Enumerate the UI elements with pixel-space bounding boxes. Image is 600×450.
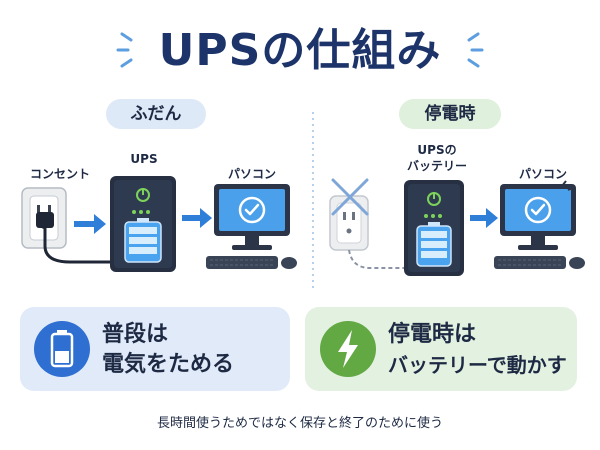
summary-normal-line2: 電気をためる — [102, 352, 235, 377]
arrow-right-icon — [182, 208, 212, 228]
lightning-icon — [320, 321, 376, 377]
footer-note: 長時間使うためではなく保存と終了のために使う — [156, 416, 443, 431]
ups-icon — [110, 176, 176, 272]
monitor-icon — [214, 184, 290, 250]
sparkle-left-icon — [116, 32, 133, 68]
normal-heading: ふだん — [106, 99, 206, 129]
outage-heading: 停電時 — [399, 99, 501, 129]
ups-label: UPS — [130, 152, 158, 166]
battery-label-line2: バッテリー — [406, 159, 467, 173]
battery-label-line1: UPSの — [417, 143, 457, 157]
arrow-right-icon — [470, 208, 498, 228]
summary-outage-line2: バッテリーで動かす — [388, 353, 567, 377]
sparkle-right-icon — [467, 32, 484, 68]
mouse-icon — [569, 257, 585, 269]
summary-outage-line1: 停電時は — [388, 322, 477, 347]
mouse-icon — [281, 257, 297, 269]
battery-icon — [34, 321, 90, 377]
keyboard-icon — [494, 256, 566, 269]
outlet-label: コンセント — [29, 167, 90, 181]
pc-label-normal: パソコン — [227, 167, 276, 181]
page-title: UPSの仕組み — [158, 25, 442, 76]
arrow-right-icon — [74, 214, 106, 234]
plug-icon — [36, 212, 110, 264]
disconnected-cable — [348, 249, 404, 269]
monitor-icon — [500, 180, 576, 250]
ups-icon — [404, 180, 464, 276]
summary-normal-line1: 普段は — [102, 322, 169, 347]
battery-indicator — [124, 218, 162, 263]
cross-icon — [331, 178, 369, 216]
keyboard-icon — [206, 256, 278, 269]
battery-indicator — [416, 222, 452, 267]
pc-label-outage: パソコン — [518, 167, 567, 181]
